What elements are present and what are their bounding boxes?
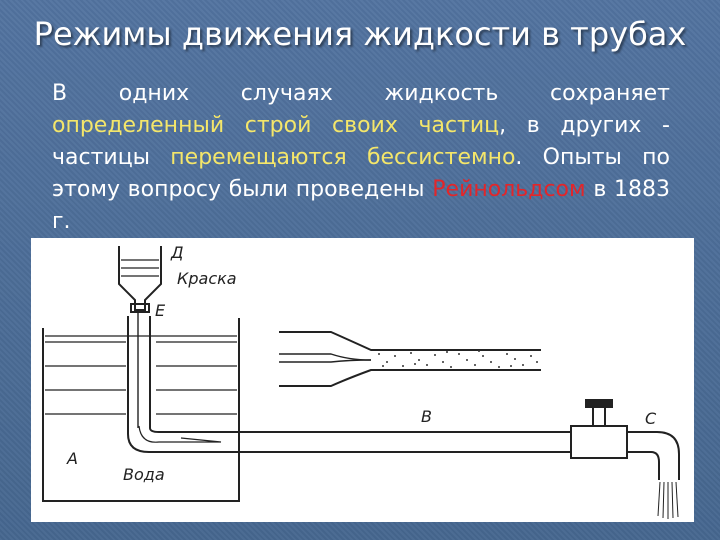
body-paragraph: В одних случаях жидкость сохраняет опред… — [52, 78, 670, 238]
label-paint: Краска — [177, 269, 237, 288]
text-part-3: . Опыты по этому вопросу были проведены — [52, 145, 670, 202]
label-b: В — [421, 407, 432, 426]
text-part-4: в 1883 г. — [52, 177, 670, 234]
highlight-reynolds: Рейнольдсом — [432, 177, 586, 202]
glass-tube-outer — [127, 316, 571, 453]
label-c: С — [645, 409, 657, 428]
dye-tap — [130, 303, 150, 313]
dye-reservoir — [118, 246, 162, 311]
text-part-1: В одних случаях жидкость сохраняет — [52, 81, 670, 106]
slide-title: Режимы движения жидкости в трубах — [33, 15, 687, 53]
highlight-chaotic-motion: перемещаются бессистемно — [170, 145, 516, 170]
dye-streak — [138, 425, 222, 443]
water-tank — [42, 318, 240, 502]
flow-pattern-tube — [279, 331, 541, 387]
apparatus-diagram: Д Краска Е А Вода В С — [42, 243, 680, 519]
water-surface — [45, 335, 237, 415]
glass-tube-inner — [149, 316, 571, 433]
highlight-ordered-structure: определенный строй своих частиц — [52, 113, 500, 138]
label-a: А — [66, 449, 78, 468]
turbulent-dye-particles — [378, 350, 538, 368]
outflow-stream — [657, 481, 679, 519]
label-water: Вода — [123, 465, 165, 484]
label-e: Е — [155, 301, 166, 320]
reynolds-apparatus-figure: Д Краска Е А Вода В С — [31, 238, 694, 522]
text-part-2: , в других - частицы — [52, 113, 670, 170]
label-d: Д — [170, 243, 184, 262]
outlet-valve — [570, 399, 680, 480]
